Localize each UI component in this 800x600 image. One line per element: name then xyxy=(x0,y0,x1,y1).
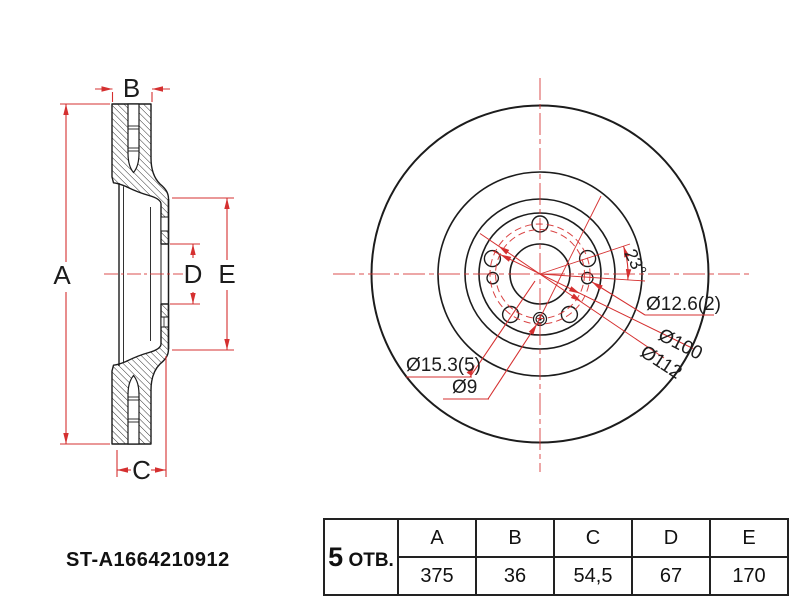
spec-table: 5 ОТВ. A B C D E 375 36 54,5 67 170 xyxy=(323,518,789,596)
dim-label-a: A xyxy=(53,260,71,290)
flange-bolt-hole-section xyxy=(160,216,169,232)
vane-lines xyxy=(128,125,139,423)
flange-pin-hole-section xyxy=(160,316,169,328)
front-view-annotations: Ø12.6(2) Ø100 Ø112 Ø15.3(5) Ø9 23° xyxy=(406,246,721,398)
annotation-service-holes: Ø12.6(2) xyxy=(646,294,721,315)
table-header-c: C xyxy=(553,518,633,558)
dim-label-e: E xyxy=(218,259,235,289)
table-value-b: 36 xyxy=(475,556,555,596)
vent-gap-bottom xyxy=(127,374,140,445)
table-value-a: 375 xyxy=(397,556,477,596)
side-section-view: A B C D E xyxy=(53,73,235,485)
disc-section-bottom xyxy=(111,303,170,445)
table-value-e: 170 xyxy=(709,556,789,596)
front-view: Ø12.6(2) Ø100 Ø112 Ø15.3(5) Ø9 23° xyxy=(333,78,752,472)
dim-label-c: C xyxy=(132,455,151,485)
holes-label: ОТВ. xyxy=(343,549,394,571)
dim-label-b: B xyxy=(123,73,140,103)
holes-count: 5 xyxy=(328,541,344,572)
table-header-a: A xyxy=(397,518,477,558)
annotation-pin-hole: Ø9 xyxy=(452,377,477,398)
holes-count-cell: 5 ОТВ. xyxy=(323,518,399,596)
service-holes xyxy=(486,271,594,285)
dim-label-d: D xyxy=(184,259,203,289)
front-view-redwork xyxy=(333,78,752,472)
lug-holes xyxy=(483,215,597,324)
table-value-c: 54,5 xyxy=(553,556,633,596)
table-header-b: B xyxy=(475,518,555,558)
side-view-dim-letters: A B C D E xyxy=(53,73,235,485)
disc-section-top xyxy=(111,103,170,245)
table-header-d: D xyxy=(631,518,711,558)
table-header-e: E xyxy=(709,518,789,558)
part-number: ST-A1664210912 xyxy=(66,549,230,571)
annotation-lug-holes: Ø15.3(5) xyxy=(406,355,481,376)
vent-gap-top xyxy=(127,103,140,174)
table-value-d: 67 xyxy=(631,556,711,596)
